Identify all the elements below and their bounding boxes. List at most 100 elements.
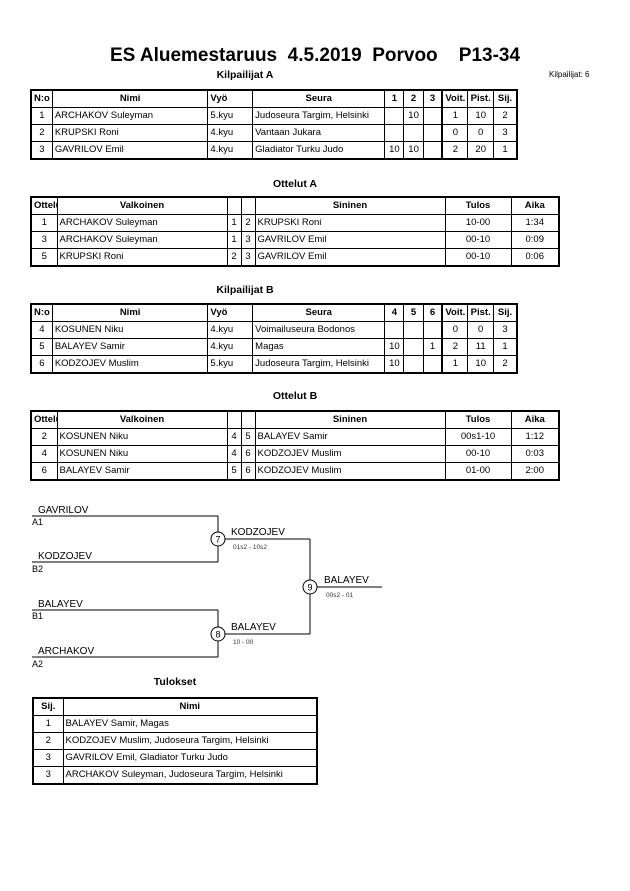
table-cell: 5.kyu [207,107,254,125]
table-cell: 1:34 [510,214,560,232]
col-header: 6 [422,303,443,322]
table-cell: GAVRILOV Emil [254,231,446,249]
table-cell: 2 [226,248,242,267]
table-cell: 20 [467,141,494,160]
match-9-marker [302,579,318,595]
bracket-a1-seed: A1 [32,517,43,527]
table-cell: KODZOJEV Muslim [254,462,446,481]
table-cell: 4.kyu [207,338,254,356]
table-cell: 00s1-10 [444,428,512,446]
table-cell: 10 [384,355,405,374]
table-cell: 0 [467,124,494,142]
match-9-winner: BALAYEV [324,575,369,586]
table-cell [384,107,405,125]
table-cell: 3 [492,321,518,339]
col-header: N:o [30,89,53,108]
table-cell [403,124,424,142]
match-9-score: 00s2 - 01 [326,592,353,599]
col-header: 4 [384,303,405,322]
page-title: ES Aluemestaruus 4.5.2019 Porvoo P13-34 [109,45,521,66]
table-cell: 00-10 [444,445,512,463]
table-cell: 1 [441,107,469,125]
matches-b-heading: Ottelut B [272,390,318,402]
table-cell: 0:06 [510,248,560,267]
results-header-row: Sij. Nimi [32,697,318,716]
competitors-count: Kilpailijat: 6 [549,70,590,79]
match-7-winner: KODZOJEV [231,527,285,538]
col-header: Voit. [441,303,469,322]
table-cell: ARCHAKOV Suleyman [51,107,209,125]
match-9-number: 9 [307,583,312,593]
table-cell: 2 [441,338,469,356]
table-cell: 1 [422,338,443,356]
table-cell: Judoseura Targim, Helsinki [252,107,386,125]
table-cell: 1 [441,355,469,374]
table-cell: 00-10 [444,231,512,249]
col-header: Ottelu [30,196,58,215]
pool-a-header-row: N:o Nimi Vyö Seura 1 2 3 Voit. Pist. Sij… [30,89,518,108]
table-cell: 6 [240,462,256,481]
table-cell: ARCHAKOV Suleyman [56,214,228,232]
table-cell: 1 [30,214,58,232]
col-header: N:o [30,303,53,322]
table-cell: 1 [30,107,53,125]
table-cell: 5 [30,338,53,356]
results-heading: Tulokset [153,676,197,688]
table-cell: KOSUNEN Niku [56,428,228,446]
table-cell: 4.kyu [207,141,254,160]
match-8-marker [210,626,226,642]
bracket-a2-seed: A2 [32,659,43,669]
table-cell: KRUPSKI Roni [254,214,446,232]
col-header: Pist. [467,303,494,322]
table-cell: 2:00 [510,462,560,481]
table-cell: 4 [30,321,53,339]
col-header: Vyö [207,303,254,322]
table-cell: 10 [384,141,405,160]
table-cell: 2 [240,214,256,232]
table-cell: 0 [441,124,469,142]
table-cell: 1 [492,141,518,160]
table-cell: 2 [30,428,58,446]
table-cell: 1 [32,715,64,733]
col-header: Aika [510,196,560,215]
table-cell: 3 [32,766,64,785]
table-cell: KRUPSKI Roni [51,124,209,142]
col-header: Nimi [51,89,209,108]
table-cell: 3 [30,141,53,160]
table-cell: 10 [467,107,494,125]
elimination-bracket: GAVRILOV A1 KODZOJEV B2 BALAYEV B1 ARCHA… [32,505,382,669]
table-cell: Voimailuseura Bodonos [252,321,386,339]
col-header: 1 [384,89,405,108]
table-cell: 2 [32,732,64,750]
table-cell: 2 [30,124,53,142]
bracket-b1-name: BALAYEV [38,599,83,610]
table-cell [403,321,424,339]
match-7-marker [210,531,226,547]
col-header: Ottelu [30,410,58,429]
col-header: 5 [403,303,424,322]
table-cell [422,107,443,125]
match-8-score: 10 - 00 [233,639,254,646]
matches-a-table: Ottelu Valkoinen Sininen Tulos Aika 1ARC… [30,196,560,267]
table-cell: 3 [240,231,256,249]
match-7-score: 01s2 - 10s2 [233,544,267,551]
table-cell: 2 [441,141,469,160]
bracket-b1-seed: B1 [32,611,43,621]
match-8-winner: BALAYEV [231,622,276,633]
bracket-b2-name: KODZOJEV [38,551,92,562]
table-cell: GAVRILOV Emil [254,248,446,267]
col-header: Valkoinen [56,196,228,215]
pool-a-table: N:o Nimi Vyö Seura 1 2 3 Voit. Pist. Sij… [30,89,518,160]
table-cell: ARCHAKOV Suleyman [56,231,228,249]
table-cell: 3 [240,248,256,267]
